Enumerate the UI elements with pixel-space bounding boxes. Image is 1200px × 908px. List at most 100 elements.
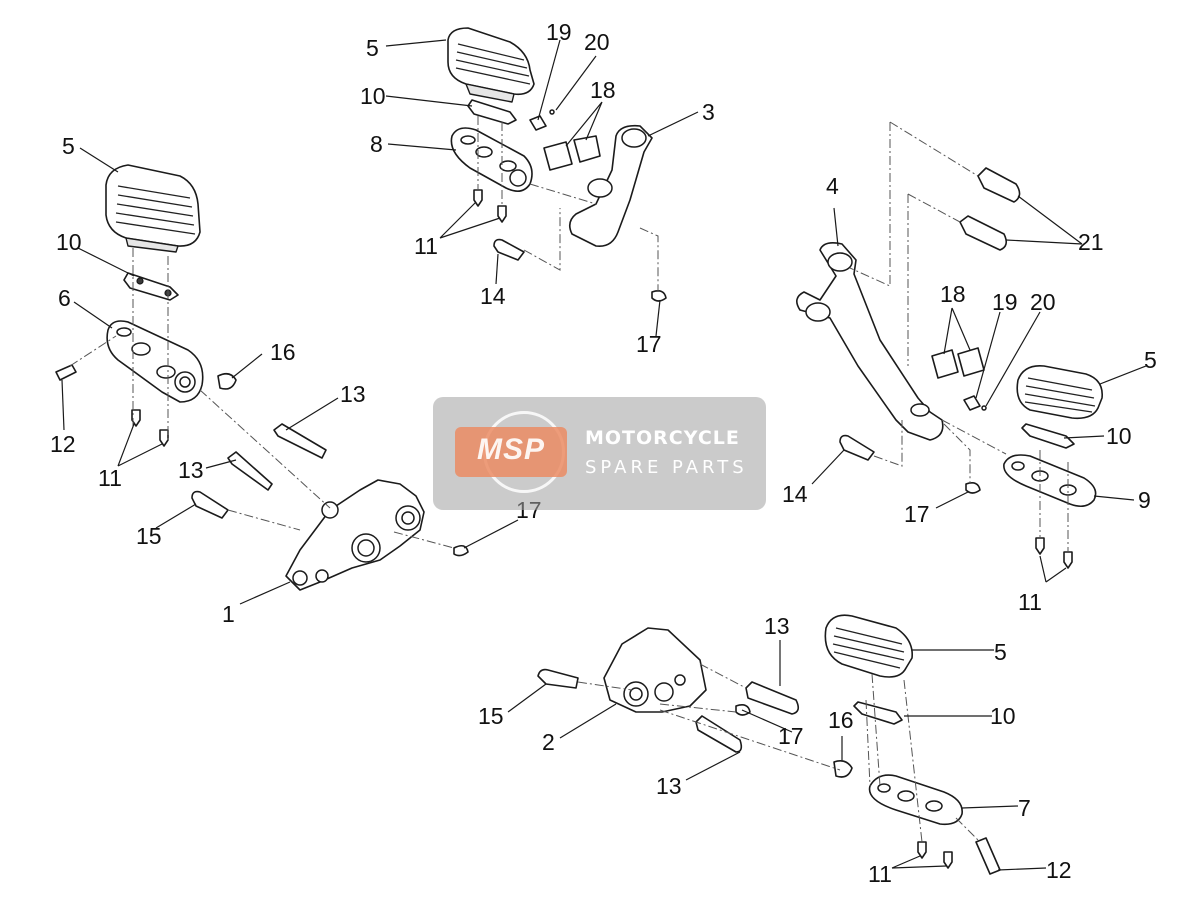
spring-left [217,372,237,390]
callout-3: 3 [702,99,715,125]
callout-12: 12 [1046,857,1072,883]
logo-text: MSP [476,433,545,466]
callout-18: 18 [590,77,616,103]
callout-5: 5 [366,35,379,61]
spring-right [963,395,981,411]
logo-badge [455,427,567,477]
spring-top [529,115,547,131]
callout-5: 5 [1144,347,1157,373]
footpeg-rubber-bottom [824,614,913,678]
callout-19: 19 [992,289,1018,315]
callout-13: 13 [178,457,204,483]
pad-top-a [543,141,573,171]
ball-top [549,109,555,115]
callout-15: 15 [478,703,504,729]
footpeg-bracket-bottom [868,774,963,826]
leader-lines [61,39,1147,871]
callout-1: 1 [222,601,235,627]
pin-top-14 [493,238,525,261]
guide [849,121,1069,552]
callout-19: 19 [546,19,572,45]
callout-8: 8 [370,131,383,157]
plate-top [467,99,517,125]
guide [69,248,455,549]
watermark-banner: MSP MOTORCYCLE SPARE PARTS [433,397,766,510]
callout-11: 11 [414,233,438,259]
brake-lever-right [796,242,944,441]
lever-top [568,124,653,248]
callout-17: 17 [636,331,662,357]
plate-hole [136,277,144,285]
callout-10: 10 [56,229,82,255]
callout-11: 11 [98,465,122,491]
bottom-assembly [537,614,1001,875]
callout-14: 14 [782,481,808,507]
pin-left-15 [191,490,229,519]
bolt-bottom-b [695,715,743,753]
bolt-left-a [273,423,327,459]
screw-bottom-a [917,841,927,859]
main-bracket-left [285,479,425,591]
top-assembly [447,27,667,302]
footpeg-rubber-left [105,164,201,253]
pad-right-a [931,349,959,379]
footpeg-bracket-left [106,320,204,403]
pin-bottom-15 [537,668,579,689]
callout-16: 16 [828,707,854,733]
callout-6: 6 [58,285,71,311]
callout-4: 4 [826,173,839,199]
left-assembly [55,164,469,591]
callout-13: 13 [764,613,790,639]
right-assembly [796,121,1103,569]
callout-10: 10 [1106,423,1132,449]
callout-13: 13 [656,773,682,799]
callout-11: 11 [1018,589,1042,615]
spring-bottom [833,760,853,778]
clip-right [965,482,981,494]
pad-right-b [957,347,985,377]
callout-10: 10 [360,83,386,109]
screw-right-a [1035,537,1045,555]
screw-left-a [131,409,141,427]
bolt-right-a [977,167,1021,203]
callout-17: 17 [778,723,804,749]
watermark-line-2: SPARE PARTS [585,457,748,478]
callout-10: 10 [990,703,1016,729]
callout-20: 20 [584,29,610,55]
callout-20: 20 [1030,289,1056,315]
bolt-right-b [959,215,1008,251]
pad-top-b [573,135,601,163]
callout-13: 13 [340,381,366,407]
callout-5: 5 [62,133,75,159]
plate-right [1021,423,1075,449]
footpeg-bracket-right [1003,454,1097,508]
guide [477,116,659,292]
callout-17: 17 [904,501,930,527]
footpeg-rubber-top [447,27,535,103]
bolt-left-b [227,451,273,491]
callout-11: 11 [868,861,892,887]
pin-right-14 [839,434,875,461]
screw-bottom-b [943,851,953,869]
bolt-bottom-a [745,681,800,715]
footpeg-rubber-right [1016,364,1103,420]
pin-left [55,364,77,381]
guide [577,663,981,843]
ball-right [981,405,987,411]
main-bracket-bottom [603,627,707,713]
screw-right-b [1063,551,1073,569]
footpeg-bracket-top [450,127,533,192]
callout-labels: 5 10 8 19 20 18 3 11 14 17 5 10 6 16 12 … [50,19,1157,887]
callout-21: 21 [1078,229,1104,255]
screw-top-b [497,205,507,223]
callout-7: 7 [1018,795,1031,821]
callout-16: 16 [270,339,296,365]
callout-5: 5 [994,639,1007,665]
callout-2: 2 [542,729,555,755]
clip-top [651,290,667,302]
callout-12: 12 [50,431,76,457]
callout-18: 18 [940,281,966,307]
plate-bottom [853,701,903,725]
